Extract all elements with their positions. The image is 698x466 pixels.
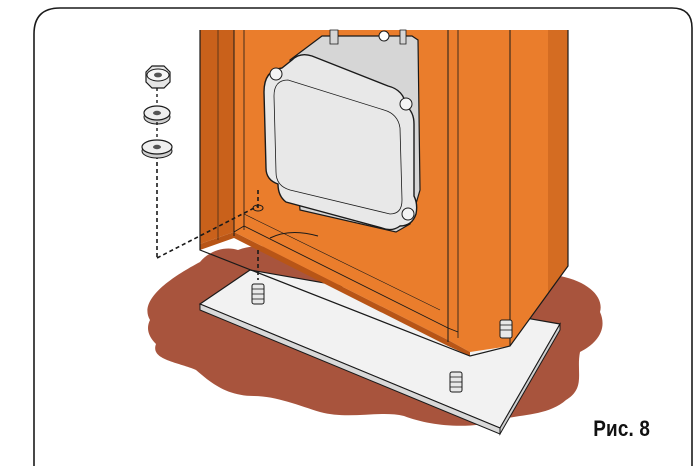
washer-icon [143,105,171,125]
threaded-stud-icon [251,283,265,305]
electrical-box [263,29,421,233]
figure-caption: Рис. 8 [593,416,650,441]
hex-nut-icon [145,65,171,89]
assembly-guide-line [156,148,259,280]
threaded-stud-icon [499,319,513,339]
threaded-stud-icon [449,371,463,393]
frame-border [33,7,693,466]
washer-icon [141,139,173,159]
